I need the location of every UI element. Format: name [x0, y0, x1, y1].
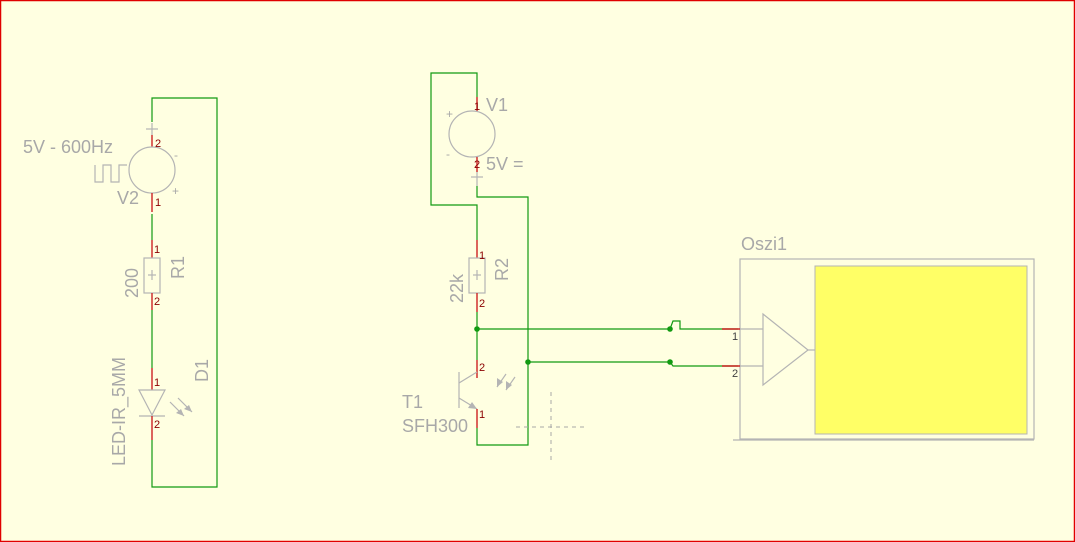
d1-value-label: LED-IR_5MM: [109, 357, 130, 466]
oszi-input-1: 1: [732, 331, 738, 343]
light-arrows-icon: [496, 373, 516, 391]
v1-pin-bottom: 2: [474, 159, 480, 171]
junction-dot: [667, 326, 673, 332]
source-v1-body: [448, 110, 496, 158]
resistor-r2[interactable]: 1 2 R2 22k: [447, 240, 512, 312]
junction-dot: [474, 326, 480, 332]
led-d1[interactable]: 1 2 D1 LED-IR_5MM: [109, 357, 212, 466]
source-v1[interactable]: 1 2 + - V1 5V =: [446, 95, 524, 186]
v1-name-label: V1: [486, 95, 508, 115]
r2-name-label: R2: [492, 258, 512, 281]
v2-pin-bottom: 1: [155, 197, 161, 209]
led-d1-triangle: [138, 389, 166, 417]
t1-name-label: T1: [402, 392, 423, 412]
junction-dot: [667, 359, 673, 365]
r1-name-label: R1: [168, 256, 188, 279]
d1-pin-bottom: 2: [154, 419, 160, 431]
wire-v1-bottom-loop[interactable]: [476, 186, 529, 446]
v2-name-label: V2: [117, 188, 139, 208]
v1-value-label: 5V =: [486, 154, 524, 174]
emission-arrows-icon: [169, 397, 193, 417]
v1-pin-top: 1: [474, 101, 480, 113]
phototransistor-t1[interactable]: 2 1 T1 SFH300: [402, 360, 516, 436]
t1-pin-top: 2: [479, 362, 485, 374]
source-v2-body: [128, 146, 176, 194]
oscilloscope-screen: [814, 265, 1028, 435]
r1-pin-top: 1: [154, 244, 160, 256]
d1-name-label: D1: [192, 359, 212, 382]
amplifier-triangle-icon: [762, 312, 809, 387]
square-wave-icon: [94, 164, 127, 183]
left-loop-wire[interactable]: [151, 97, 218, 488]
r1-value-label: 200: [122, 268, 142, 298]
oszi-name-label: Oszi1: [741, 234, 787, 254]
oscilloscope-oszi1[interactable]: 1 2 Oszi1: [722, 234, 1035, 441]
t1-pin-bottom: 1: [479, 409, 485, 421]
wire-channel-1[interactable]: [477, 320, 738, 330]
crosshair-cursor-icon: [516, 392, 588, 463]
left-circuit: 2 1 - + 5V - 600Hz V2 1 2 R1 200: [23, 97, 218, 488]
v2-value-label: 5V - 600Hz: [23, 137, 113, 157]
t1-value-label: SFH300: [402, 416, 468, 436]
right-circuit: 1 2 + - V1 5V = 1 2 R2 22k: [402, 72, 738, 463]
r2-value-label: 22k: [447, 273, 467, 303]
source-v2[interactable]: 2 1 - + 5V - 600Hz V2: [23, 123, 179, 212]
v1-minus-sign: -: [446, 147, 450, 161]
v2-minus-sign: -: [174, 148, 178, 162]
v1-plus-sign: +: [446, 107, 453, 121]
d1-pin-top: 1: [154, 377, 160, 389]
junction-dot: [525, 359, 531, 365]
v2-plus-sign: +: [172, 184, 179, 198]
wire-v1-top-loop[interactable]: [430, 72, 478, 240]
resistor-r1[interactable]: 1 2 R1 200: [122, 240, 188, 310]
r1-pin-bottom: 2: [154, 296, 160, 308]
r2-pin-top: 1: [479, 250, 485, 262]
v2-pin-top: 2: [155, 138, 161, 150]
oszi-input-2: 2: [732, 368, 738, 380]
r2-pin-bottom: 2: [479, 298, 485, 310]
